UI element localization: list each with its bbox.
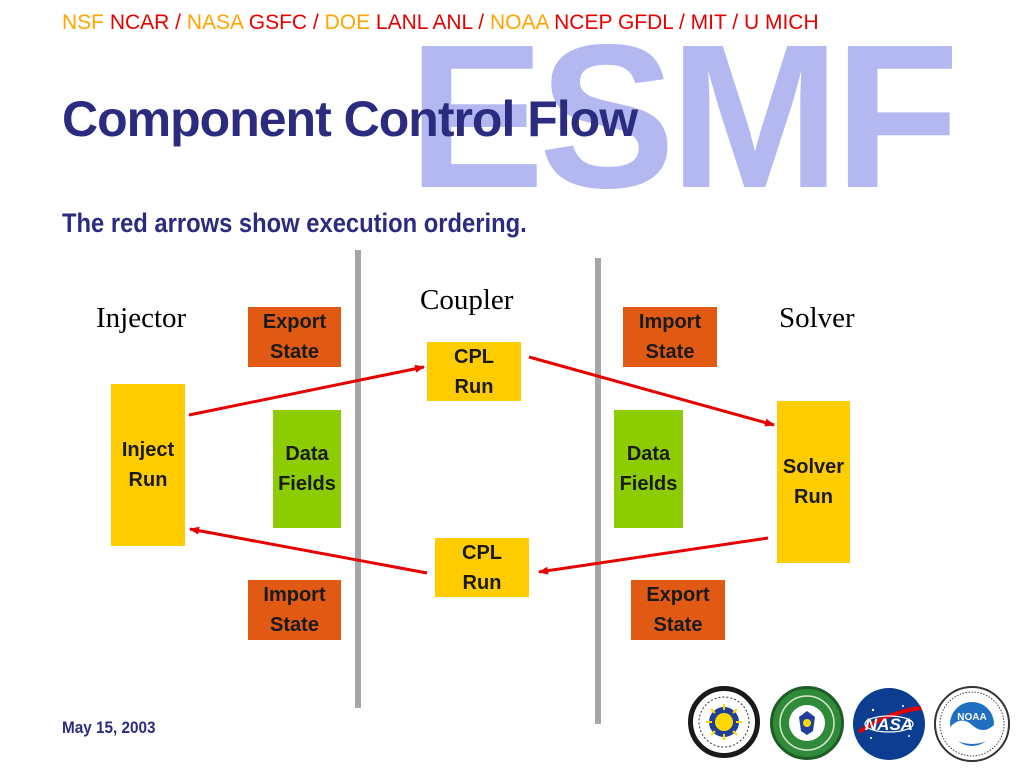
box-line: Solver [782, 456, 845, 478]
doe-logo [770, 686, 844, 760]
doe-seal-icon [779, 695, 835, 751]
box-line: State [270, 341, 319, 363]
nasa-meatball-icon: NASA [857, 705, 922, 739]
box-line: Import [263, 584, 326, 606]
slide-subtitle: The red arrows show execution ordering. [62, 208, 527, 238]
box-line: Data [285, 443, 329, 465]
divider-left [355, 250, 361, 708]
header-part: NOAA [489, 11, 555, 34]
solver-label: Solver [779, 302, 855, 334]
box-line: CPL [462, 541, 502, 564]
arrow-cpl-to-solver [528, 355, 775, 427]
header-part: NCEP GFDL / MIT / U MICH [554, 11, 819, 34]
noaa-seal-icon: NOAA [939, 691, 1005, 757]
cpl-run-top-box: CPL Run [427, 342, 521, 401]
box-line: State [270, 614, 319, 636]
header-part: DOE [324, 11, 376, 34]
box-line: Run [128, 469, 168, 491]
affiliations-header: NSF NCAR / NASA GSFC / DOE LANL ANL / NO… [62, 12, 819, 33]
nsf-seal-icon [698, 696, 750, 748]
cpl-run-bottom-box: CPL Run [435, 538, 529, 597]
box-line: State [653, 614, 703, 636]
svg-text:NOAA: NOAA [957, 712, 986, 723]
box-line: Run [794, 486, 833, 508]
box-line: Run [462, 571, 502, 594]
coupler-label: Coupler [420, 284, 514, 316]
box-line: State [645, 341, 695, 363]
box-line: Export [262, 311, 327, 333]
box-line: Run [454, 375, 494, 398]
box-line: Import [638, 311, 702, 333]
arrow-inject-to-cpl [188, 364, 425, 417]
noaa-logo: NOAA [934, 686, 1010, 762]
header-part: NSF [62, 11, 110, 34]
nsf-logo [688, 686, 760, 758]
svg-text:NASA: NASA [865, 715, 913, 734]
injector-label: Injector [96, 302, 187, 334]
header-part: GSFC / [248, 11, 325, 34]
esmf-watermark: ESMF [408, 2, 959, 231]
arrow-solver-to-cpl [538, 536, 769, 575]
box-line: Export [646, 584, 710, 606]
slide-date: May 15, 2003 [62, 718, 156, 737]
box-line: Fields [278, 473, 336, 495]
box-line: CPL [454, 345, 494, 368]
header-part: LANL ANL / [375, 11, 490, 34]
box-line: Data [626, 443, 671, 465]
header-part: NASA [186, 11, 249, 34]
header-part: NCAR / [109, 11, 187, 34]
arrow-cpl-to-inject [189, 526, 428, 575]
nasa-logo: NASA [853, 688, 925, 760]
box-line: Inject [121, 439, 175, 461]
slide-title: Component Control Flow [62, 91, 638, 147]
divider-right [595, 258, 601, 724]
box-line: Fields [619, 473, 678, 495]
